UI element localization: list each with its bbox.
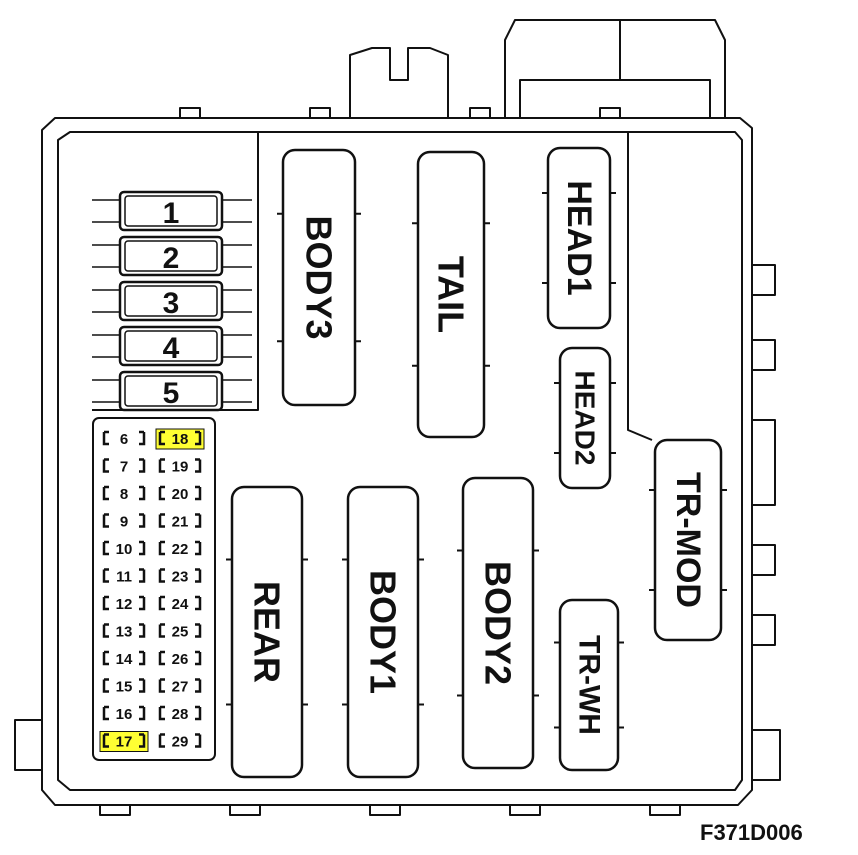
small-fuse-21: 21 [158, 513, 202, 531]
small-fuse-12: 12 [102, 595, 146, 613]
small-fuse-label: 16 [116, 706, 133, 723]
small-fuse-9: 9 [102, 513, 146, 531]
large-fuse-3: 3 [92, 280, 252, 322]
large-fuse-label: 2 [163, 242, 180, 275]
large-fuse-2: 2 [92, 235, 252, 277]
relay-label: HEAD1 [560, 180, 598, 295]
relay-label: BODY2 [478, 561, 519, 685]
small-fuse-label: 11 [116, 569, 132, 586]
small-fuse-label: 19 [172, 459, 189, 476]
relay-body1: BODY1 [342, 485, 424, 779]
small-fuse-26: 26 [158, 650, 202, 668]
small-fuse-8: 8 [102, 485, 146, 503]
small-fuse-13: 13 [102, 623, 146, 641]
small-fuse-27: 27 [158, 678, 202, 696]
relay-label: TR-MOD [669, 472, 707, 608]
right-tabs [752, 264, 781, 781]
small-fuse-25: 25 [158, 623, 202, 641]
small-fuse-24: 24 [158, 595, 202, 613]
relay-tail: TAIL [412, 150, 490, 439]
relay-tr-wh: TR-WH [554, 598, 624, 772]
small-fuse-15: 15 [102, 678, 146, 696]
diagram-code: F371D006 [700, 820, 803, 845]
small-fuse-label: 12 [116, 596, 133, 613]
small-fuse-label: 10 [116, 541, 133, 558]
relay-head1: HEAD1 [542, 146, 616, 330]
small-fuse-block [92, 417, 216, 761]
large-fuse-4: 4 [92, 325, 252, 367]
small-fuse-label: 22 [172, 541, 189, 558]
relay-body3: BODY3 [277, 148, 361, 407]
small-fuse-16: 16 [102, 705, 146, 723]
small-fuse-22: 22 [158, 540, 202, 558]
large-fuse-label: 1 [163, 197, 180, 230]
small-fuse-label: 7 [120, 459, 128, 476]
small-fuse-label: 15 [116, 679, 133, 696]
small-fuse-14: 14 [102, 650, 146, 668]
relay-label: HEAD2 [570, 371, 601, 466]
small-fuse-label: 24 [172, 596, 189, 613]
small-fuse-label: 26 [172, 651, 189, 668]
relay-label: BODY1 [363, 570, 404, 694]
large-fuse-1: 1 [92, 190, 252, 232]
small-fuse-20: 20 [158, 485, 202, 503]
small-fuse-19: 19 [158, 458, 202, 476]
small-fuse-label: 13 [116, 624, 133, 641]
small-fuse-17: 17 [99, 731, 149, 752]
small-fuse-6: 6 [102, 430, 146, 448]
relay-label: TAIL [431, 256, 472, 333]
bottom-tabs [99, 805, 681, 816]
top-connector-small [349, 47, 449, 118]
housing-outline [41, 117, 753, 806]
small-fuse-label: 8 [120, 486, 128, 503]
large-fuse-label: 5 [163, 377, 180, 410]
small-fuse-29: 29 [158, 733, 202, 751]
small-fuse-label: 9 [120, 514, 128, 531]
small-fuse-label: 29 [172, 734, 189, 751]
small-fuse-10: 10 [102, 540, 146, 558]
relay-rear: REAR [226, 485, 308, 779]
small-fuse-label: 28 [172, 706, 189, 723]
small-fuse-label: 25 [172, 624, 189, 641]
small-fuse-7: 7 [102, 458, 146, 476]
large-fuse-5: 5 [92, 370, 252, 412]
top-tabs [179, 107, 621, 118]
relay-head2: HEAD2 [554, 346, 616, 490]
small-fuse-28: 28 [158, 705, 202, 723]
small-fuse-label: 27 [172, 679, 189, 696]
small-fuse-label: 14 [116, 651, 133, 668]
small-fuse-label: 6 [120, 431, 128, 448]
small-fuse-label: 18 [172, 431, 189, 448]
large-fuse-label: 4 [163, 332, 180, 365]
small-fuse-18: 18 [155, 428, 205, 450]
large-fuse-label: 3 [163, 287, 180, 320]
relay-tr-mod: TR-MOD [649, 438, 727, 642]
relay-body2: BODY2 [457, 476, 539, 770]
top-connector-large [504, 19, 726, 118]
small-fuse-label: 20 [172, 486, 189, 503]
relay-label: BODY3 [299, 215, 340, 339]
small-fuse-11: 11 [102, 568, 146, 586]
left-clip [14, 719, 42, 771]
housing-inner-outline [57, 131, 743, 791]
small-fuse-23: 23 [158, 568, 202, 586]
small-fuse-label: 23 [172, 569, 189, 586]
relay-label: REAR [247, 581, 288, 683]
small-fuse-label: 17 [116, 734, 133, 751]
small-fuse-label: 21 [172, 514, 189, 531]
relay-label: TR-WH [573, 635, 606, 735]
